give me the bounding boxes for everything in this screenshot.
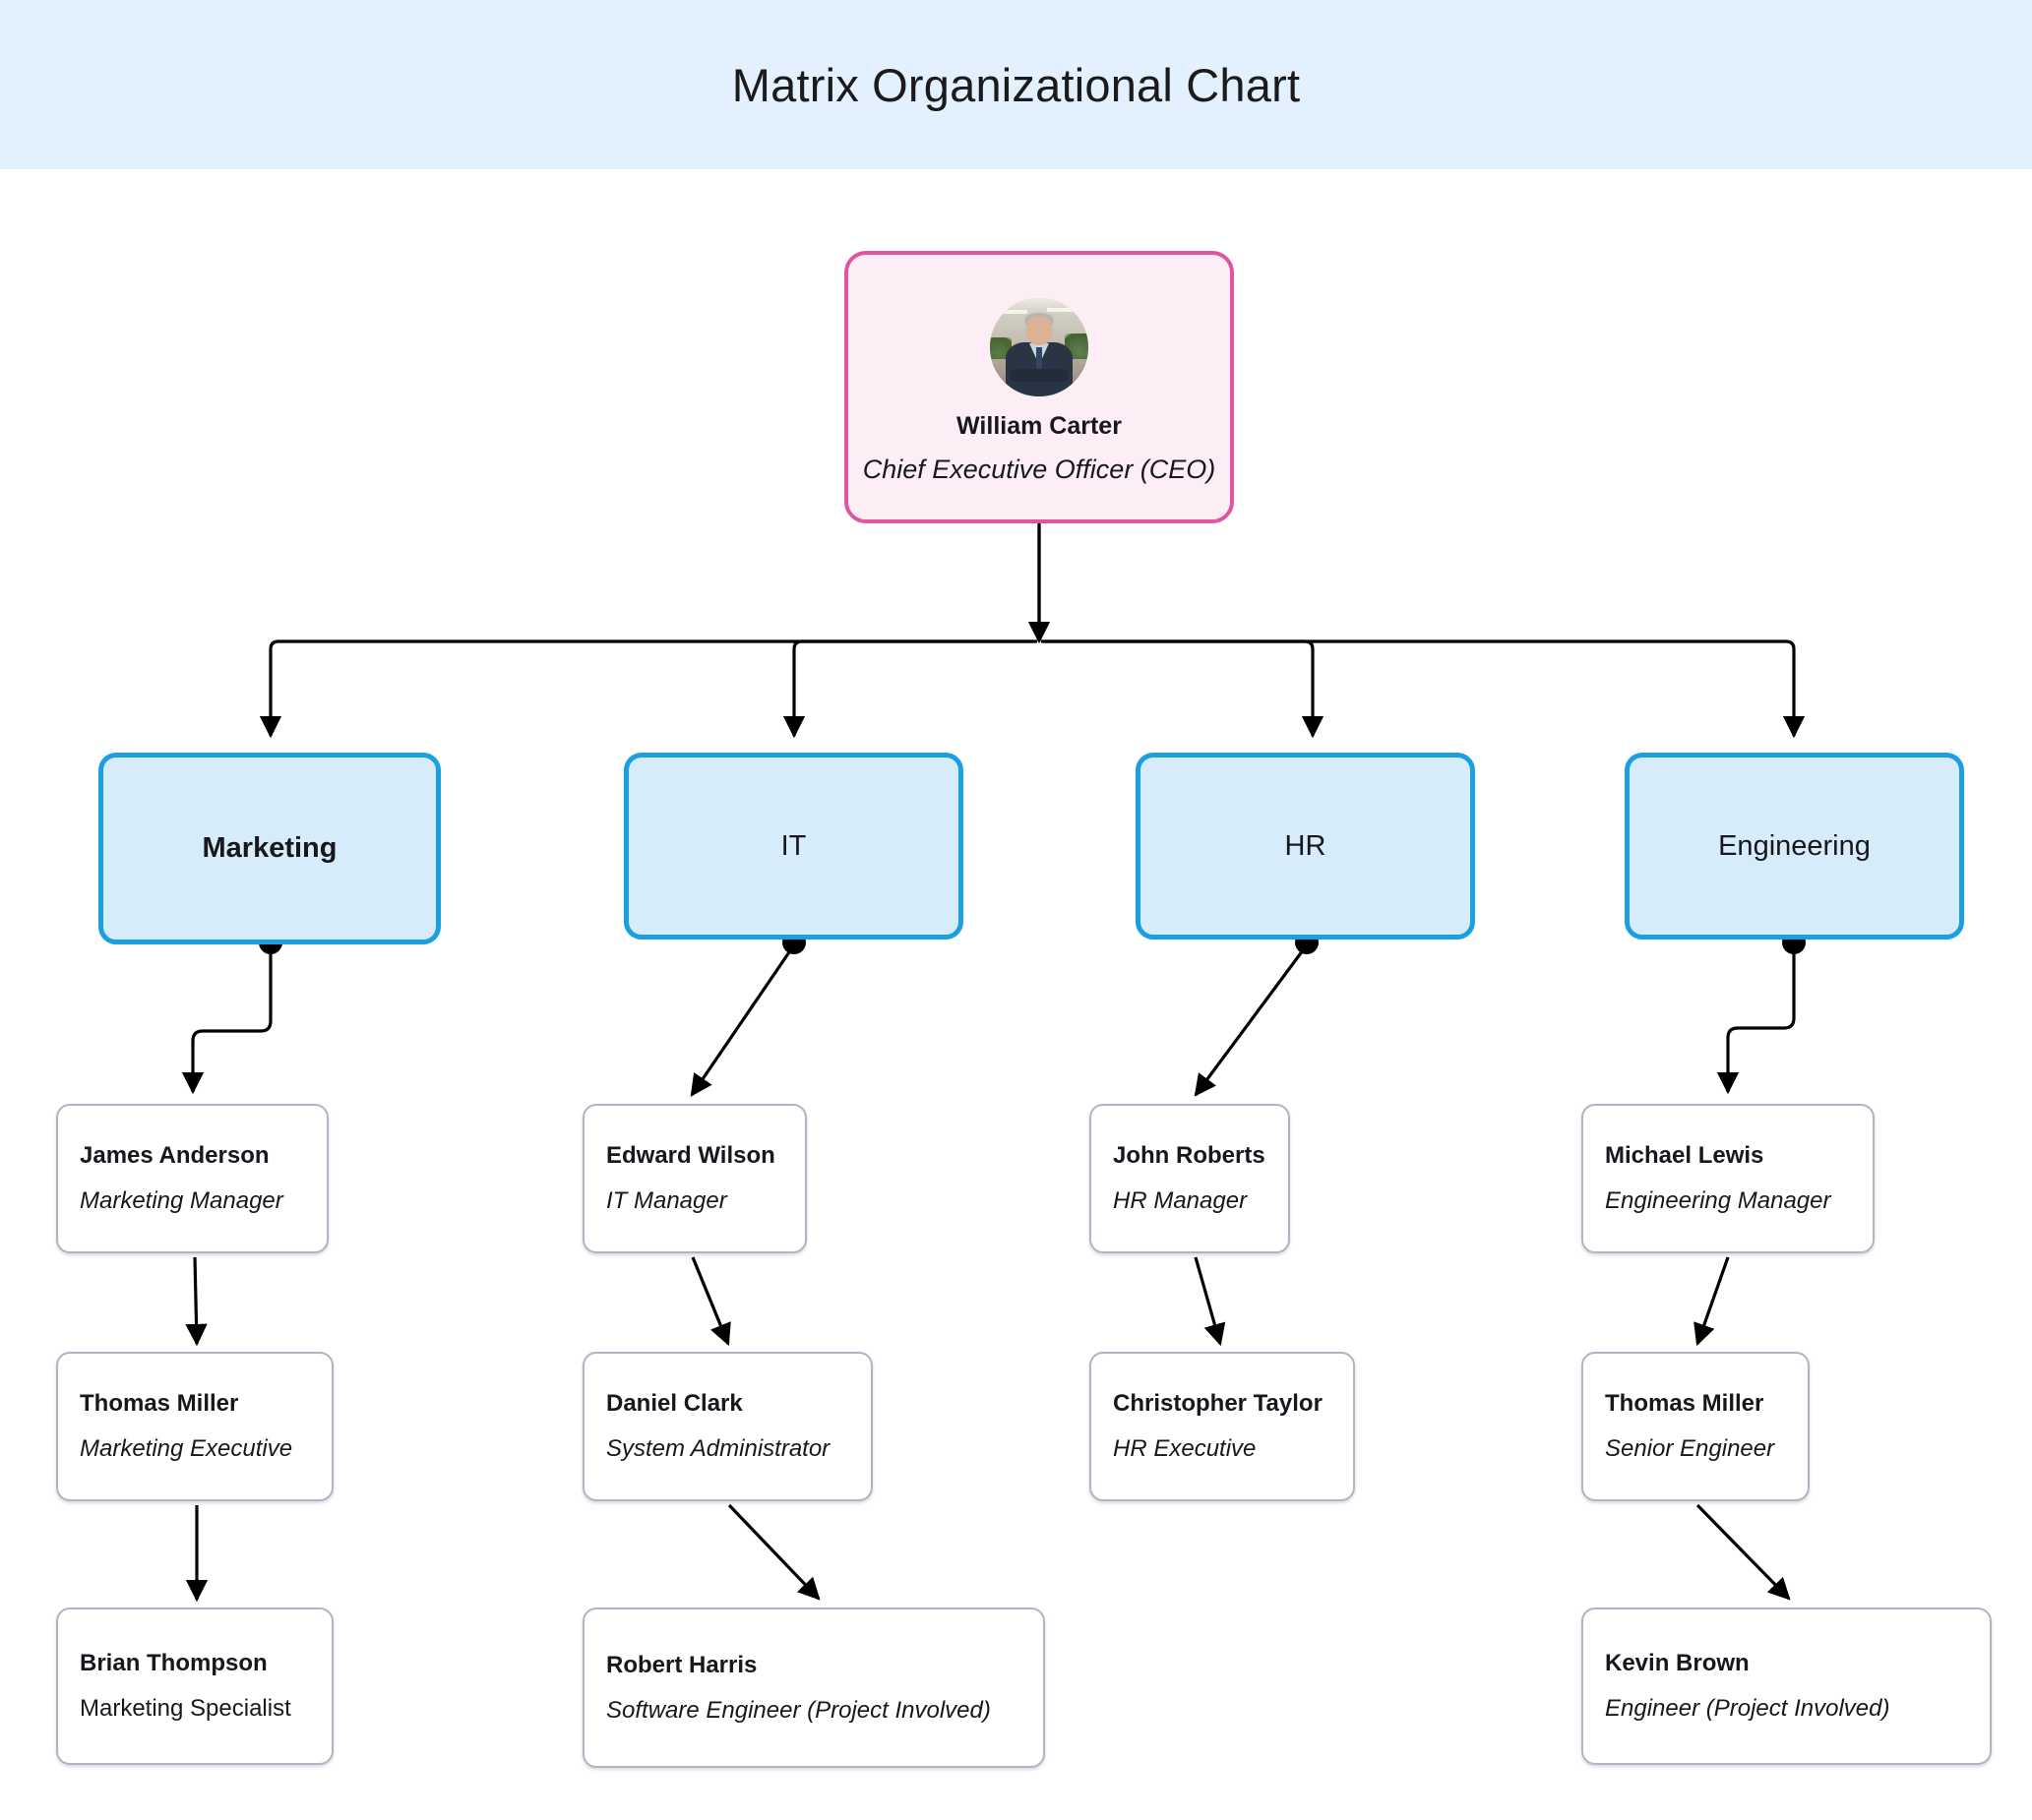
node-employee-james-anderson[interactable]: James Anderson Marketing Manager xyxy=(56,1104,329,1253)
employee-name: Edward Wilson xyxy=(606,1142,775,1169)
employee-role: Engineer (Project Involved) xyxy=(1605,1695,1890,1722)
node-employee-kevin-brown[interactable]: Kevin Brown Engineer (Project Involved) xyxy=(1581,1608,1992,1765)
node-employee-thomas-miller-marketing[interactable]: Thomas Miller Marketing Executive xyxy=(56,1352,334,1501)
node-employee-john-roberts[interactable]: John Roberts HR Manager xyxy=(1089,1104,1290,1253)
employee-name: Daniel Clark xyxy=(606,1390,743,1417)
employee-name: Christopher Taylor xyxy=(1113,1390,1323,1417)
node-employee-daniel-clark[interactable]: Daniel Clark System Administrator xyxy=(583,1352,873,1501)
node-employee-michael-lewis[interactable]: Michael Lewis Engineering Manager xyxy=(1581,1104,1875,1253)
node-ceo[interactable]: William Carter Chief Executive Officer (… xyxy=(844,251,1234,523)
employee-role: Marketing Executive xyxy=(80,1435,293,1462)
edge-it-edward xyxy=(690,945,795,1097)
employee-role: Software Engineer (Project Involved) xyxy=(606,1696,991,1724)
edge-bus-left xyxy=(259,639,1033,739)
page-title: Matrix Organizational Chart xyxy=(731,58,1301,111)
edge-engineering-michael xyxy=(1716,946,1796,1095)
header-band xyxy=(0,0,2032,169)
ceo-title: Chief Executive Officer (CEO) xyxy=(862,455,1216,484)
node-employee-thomas-miller-engineering[interactable]: Thomas Miller Senior Engineer xyxy=(1581,1352,1810,1501)
employee-role: HR Executive xyxy=(1113,1435,1257,1462)
employee-role: Marketing Specialist xyxy=(80,1695,291,1722)
edge-hr-john xyxy=(1194,945,1308,1097)
edge-john-chris xyxy=(1194,1256,1226,1347)
node-employee-edward-wilson[interactable]: Edward Wilson IT Manager xyxy=(583,1104,807,1253)
employee-name: Michael Lewis xyxy=(1605,1142,1764,1169)
node-employee-christopher-taylor[interactable]: Christopher Taylor HR Executive xyxy=(1089,1352,1355,1501)
employee-role: System Administrator xyxy=(606,1435,831,1462)
node-employee-brian-thompson[interactable]: Brian Thompson Marketing Specialist xyxy=(56,1608,334,1765)
edge-bus-it xyxy=(782,639,1037,739)
employee-name: Thomas Miller xyxy=(80,1390,239,1417)
edge-james-thomas xyxy=(185,1256,208,1347)
employee-name: James Anderson xyxy=(80,1142,270,1169)
edge-thomas-kevin xyxy=(1695,1503,1791,1601)
employee-role: Engineering Manager xyxy=(1605,1187,1831,1214)
edge-michael-thomas xyxy=(1693,1256,1730,1347)
ceo-name: William Carter xyxy=(956,412,1122,440)
edge-bus-hr xyxy=(1041,639,1324,739)
edge-marketing-james xyxy=(181,946,273,1095)
avatar xyxy=(990,298,1088,396)
employee-role: IT Manager xyxy=(606,1187,727,1214)
node-employee-robert-harris[interactable]: Robert Harris Software Engineer (Project… xyxy=(583,1608,1045,1768)
employee-name: John Roberts xyxy=(1113,1142,1265,1169)
employee-role: HR Manager xyxy=(1113,1187,1248,1214)
employee-name: Brian Thompson xyxy=(80,1650,268,1676)
employee-role: Marketing Manager xyxy=(80,1187,283,1214)
employee-name: Robert Harris xyxy=(606,1651,758,1678)
employee-role: Senior Engineer xyxy=(1605,1435,1775,1462)
employee-name: Kevin Brown xyxy=(1605,1650,1750,1676)
node-department-it[interactable]: IT xyxy=(624,753,963,940)
edge-bus-right xyxy=(1045,639,1806,739)
node-department-marketing[interactable]: Marketing xyxy=(98,753,441,944)
edge-edward-daniel xyxy=(691,1256,731,1347)
employee-name: Thomas Miller xyxy=(1605,1390,1764,1417)
node-department-engineering[interactable]: Engineering xyxy=(1625,753,1964,940)
edge-daniel-robert xyxy=(727,1503,821,1601)
node-department-hr[interactable]: HR xyxy=(1136,753,1475,940)
